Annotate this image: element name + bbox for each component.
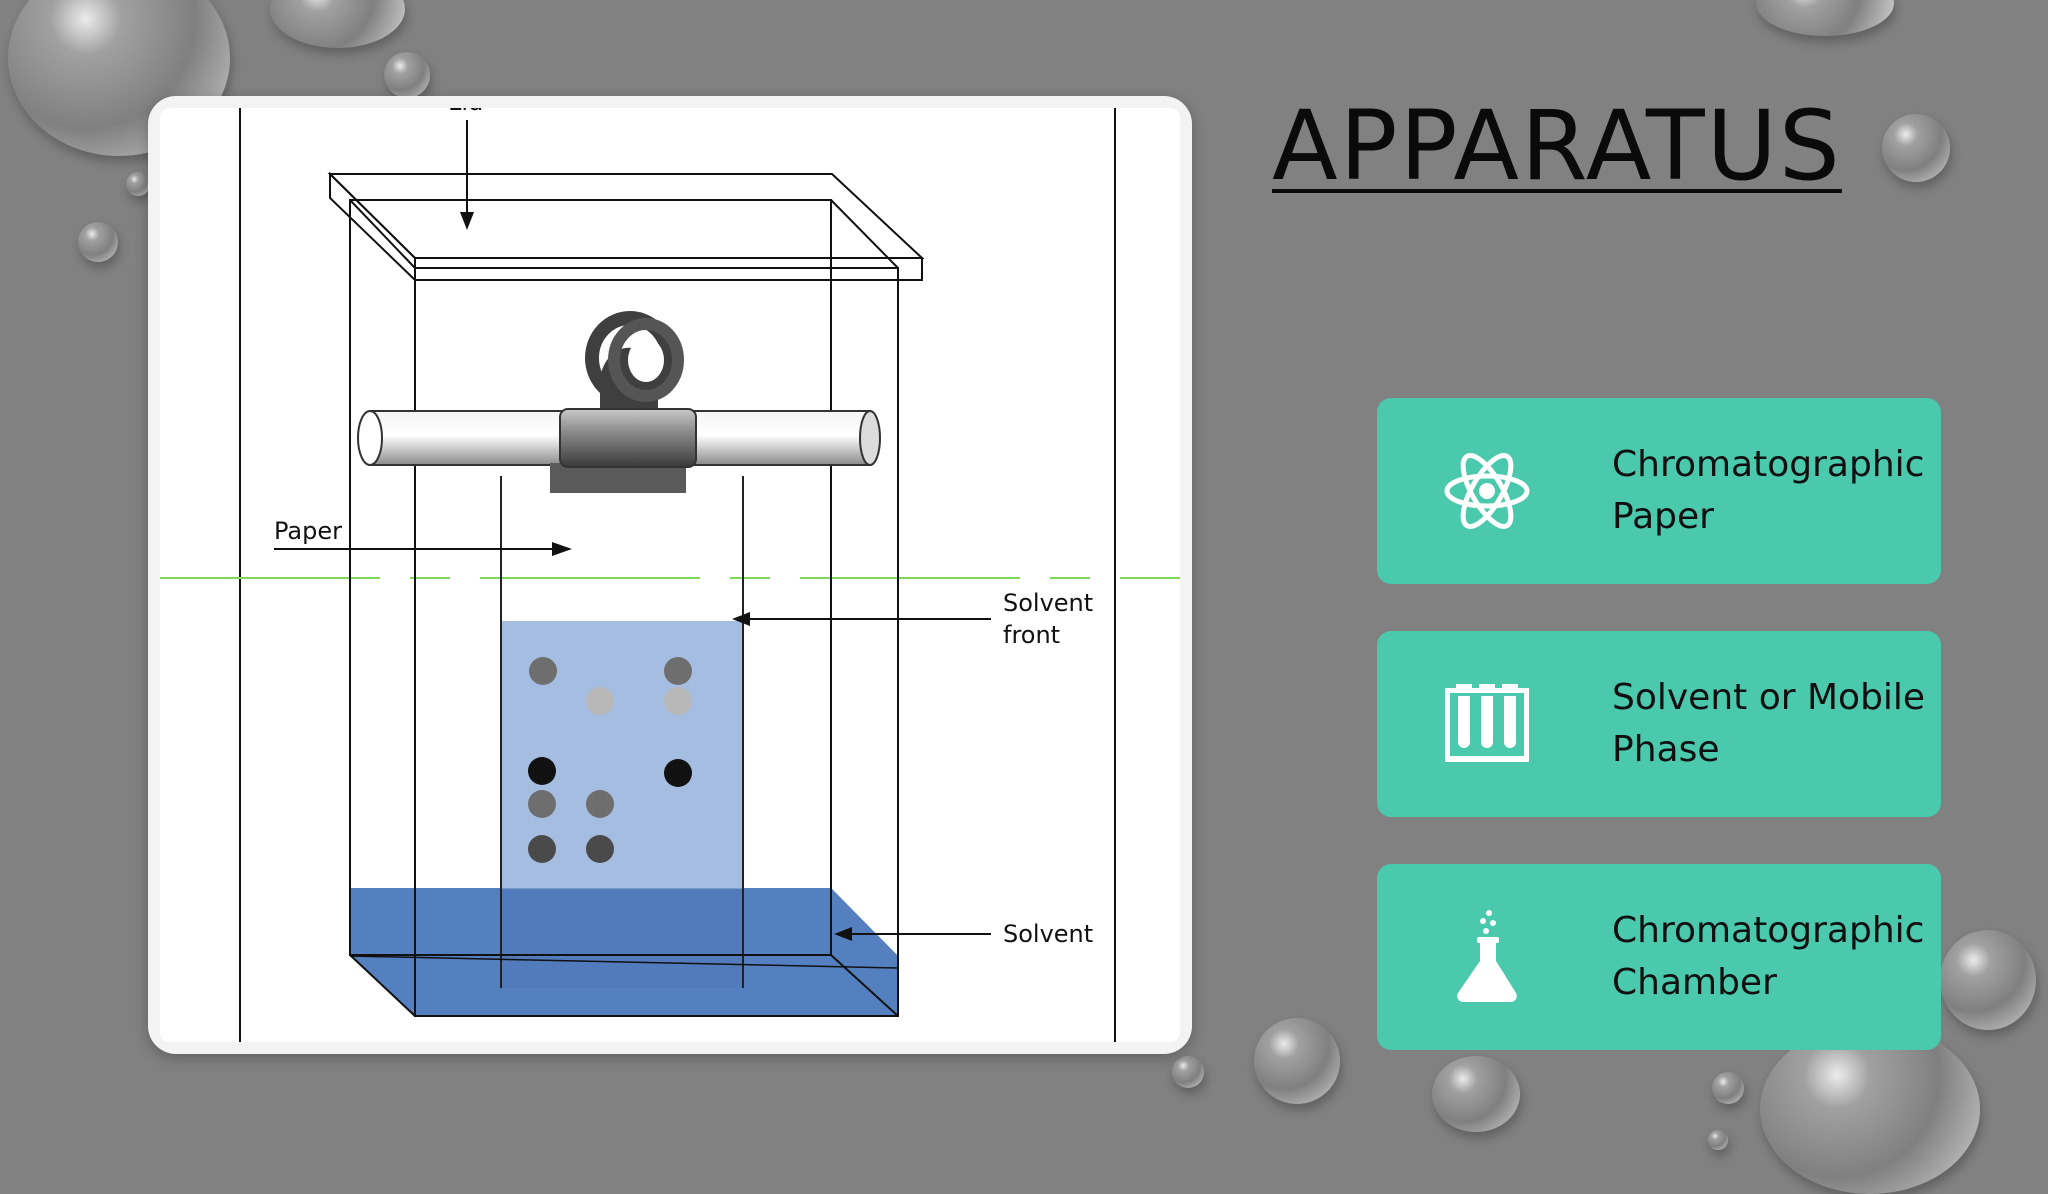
sample-spots (528, 657, 692, 863)
spot (528, 790, 556, 818)
feature-card-solvent: Solvent or Mobile Phase (1377, 631, 1941, 817)
water-bubble (78, 222, 118, 262)
spot (664, 759, 692, 787)
water-bubble (1712, 1072, 1744, 1104)
water-bubble (1708, 1130, 1728, 1150)
paper-in-solvent (501, 888, 743, 988)
slide-title: APPARATUS (1272, 90, 1842, 202)
chromatography-apparatus-diagram: Lid Paper Solvent front Solvent (160, 108, 1180, 1042)
water-bubble (1882, 114, 1950, 182)
water-bubble (1432, 1056, 1520, 1132)
label-solvent-front-2: front (1003, 621, 1060, 649)
feature-label: Solvent or Mobile Phase (1612, 677, 1926, 770)
water-bubble (1756, 0, 1894, 36)
water-bubble (384, 52, 430, 98)
diagram-canvas: Lid Paper Solvent front Solvent (160, 108, 1180, 1042)
spot (586, 790, 614, 818)
spot (664, 687, 692, 715)
water-bubble (126, 172, 150, 196)
label-paper: Paper (274, 517, 342, 545)
diagram-frame: Lid Paper Solvent front Solvent (148, 96, 1192, 1054)
spot (664, 657, 692, 685)
paper-clip (550, 311, 697, 493)
water-bubble (270, 0, 405, 48)
water-bubble (1940, 930, 2036, 1030)
feature-label: Chromatographic Paper (1612, 444, 1925, 537)
spot (529, 657, 557, 685)
spot (586, 687, 614, 715)
feature-card-chamber: Chromatographic Chamber (1377, 864, 1941, 1050)
feature-label: Chromatographic Chamber (1612, 910, 1925, 1003)
spot (528, 835, 556, 863)
label-lid: Lid (448, 108, 483, 116)
test-tube-rack-icon (1445, 684, 1529, 762)
flask-icon (1457, 910, 1517, 1002)
tank-lid (327, 171, 925, 281)
water-bubble (1172, 1056, 1204, 1088)
label-solvent-front-1: Solvent (1003, 589, 1093, 617)
label-solvent: Solvent (1003, 920, 1093, 948)
feature-card-paper: Chromatographic Paper (1377, 398, 1941, 584)
spot (586, 835, 614, 863)
tank-front (414, 267, 899, 1017)
spot (528, 757, 556, 785)
atom-icon (1444, 453, 1530, 529)
water-bubble (1254, 1018, 1340, 1104)
tank-back (349, 199, 832, 956)
